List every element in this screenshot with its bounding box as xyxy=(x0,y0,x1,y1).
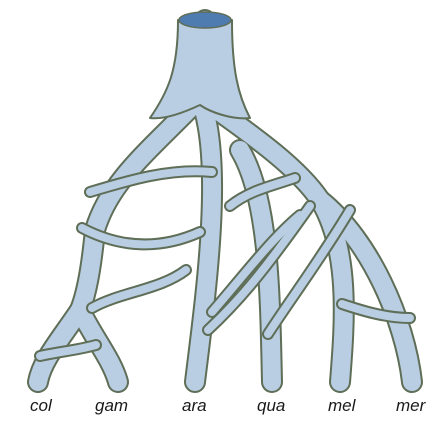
taxon-label-col: col xyxy=(30,396,52,416)
taxon-label-gam: gam xyxy=(95,396,128,416)
taxon-label-qua: qua xyxy=(257,396,285,416)
taxon-label-mer: mer xyxy=(396,396,425,416)
tree-branches xyxy=(38,20,412,382)
taxon-label-ara: ara xyxy=(182,396,207,416)
taxon-label-mel: mel xyxy=(328,396,355,416)
root-opening xyxy=(179,12,231,28)
trunk-body xyxy=(150,20,250,118)
